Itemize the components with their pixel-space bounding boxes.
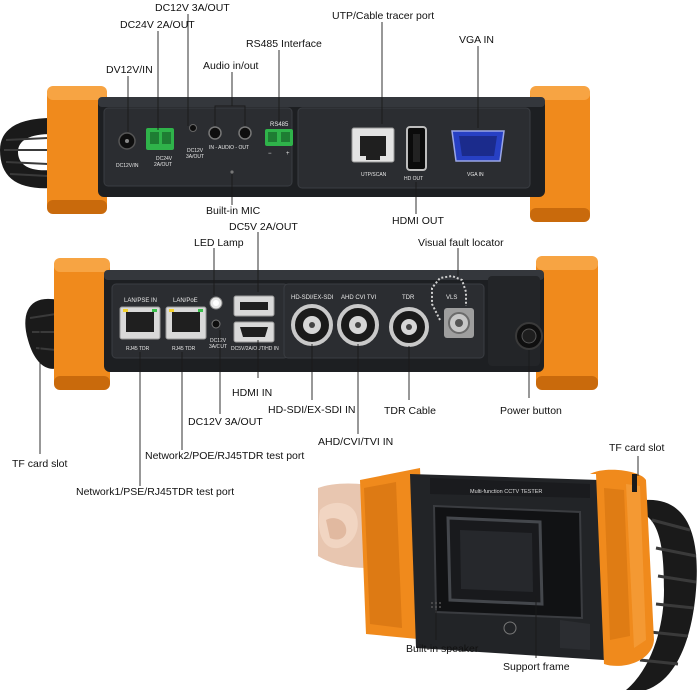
label-hd-sdi-ex-sdi-in: HD-SDI/EX-SDI IN xyxy=(268,404,356,416)
label-dc5v-2a-out: DC5V 2A/OUT xyxy=(229,221,298,233)
label-dc24v-2a-out: DC24V 2A/OUT xyxy=(120,19,195,31)
power-button xyxy=(515,322,543,350)
label-led-lamp: LED Lamp xyxy=(194,237,244,249)
audio-out-jack xyxy=(238,126,252,140)
label-tf-card-slot-left: TF card slot xyxy=(12,458,68,470)
front-logo xyxy=(503,621,517,635)
top-device: DC12V/IN DC24V 2A/OUT DC12V 3A/OUT IN - … xyxy=(0,86,590,222)
bnc-hd-sdi xyxy=(291,304,333,346)
dc12v-out-jack-middle xyxy=(211,319,221,329)
label-dc12v-3a-out-top: DC12V 3A/OUT xyxy=(155,2,230,14)
middle-device: LAN/PSE IN LAN/PoE RJ45 TDR RJ45 TDR DC1… xyxy=(25,256,598,390)
label-hdmi-out: HDMI OUT xyxy=(392,215,444,227)
label-tdr-cable: TDR Cable xyxy=(384,405,436,417)
speaker-grille xyxy=(431,602,441,608)
label-visual-fault-locator: Visual fault locator xyxy=(418,237,504,249)
visual-fault-locator-port xyxy=(431,274,474,338)
bnc-ahd-cvi-tvi xyxy=(337,304,379,346)
label-support-frame: Support frame xyxy=(503,661,570,673)
hand-strap-front xyxy=(626,499,697,690)
left-bumper-middle xyxy=(54,258,110,390)
label-network2-port: Network2/POE/RJ45TDR test port xyxy=(145,450,305,462)
audio-in-jack xyxy=(208,126,222,140)
label-dc12v-3a-out-bottom: DC12V 3A/OUT xyxy=(188,416,263,428)
hand-strap-top xyxy=(0,118,52,189)
right-bumper-middle xyxy=(536,256,598,390)
label-network1-port: Network1/PSE/RJ45TDR test port xyxy=(76,486,235,498)
label-builtin-speaker: Built-in speaker xyxy=(406,643,479,655)
label-vga-in: VGA IN xyxy=(459,34,495,46)
hand-strap-middle xyxy=(25,298,58,369)
label-hdmi-in: HDMI IN xyxy=(232,387,273,399)
label-builtin-mic: Built-in MIC xyxy=(206,205,261,217)
label-tf-card-slot-right: TF card slot xyxy=(609,442,665,454)
tf-card-slot-front xyxy=(632,474,637,492)
bnc-tdr xyxy=(389,307,429,347)
label-power-button: Power button xyxy=(500,405,562,417)
leader-lines xyxy=(39,14,639,658)
front-device: Multi-function CCTV TESTER xyxy=(318,468,697,690)
left-bumper-top xyxy=(47,86,107,214)
label-dv12v-in: DV12V/IN xyxy=(106,64,153,76)
builtin-mic-hole xyxy=(230,170,234,174)
dc12v-out-jack-top xyxy=(189,124,197,132)
label-rs485-interface: RS485 Interface xyxy=(246,38,322,50)
label-audio-in-out: Audio in/out xyxy=(203,60,259,72)
label-utp-cable-tracer: UTP/Cable tracer port xyxy=(332,10,435,22)
label-ahd-cvi-tvi-in: AHD/CVI/TVI IN xyxy=(318,436,394,448)
